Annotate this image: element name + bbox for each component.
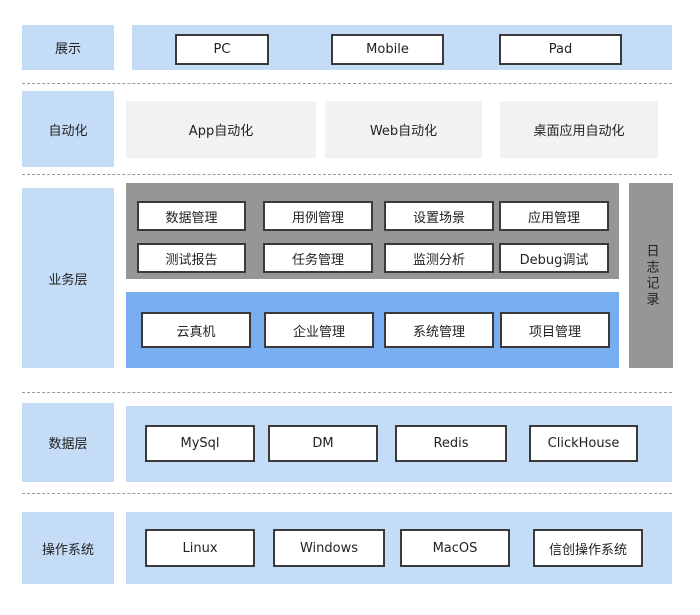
divider-2 <box>22 174 672 175</box>
business-item-system: 系统管理 <box>384 312 494 348</box>
business-item-app-mgmt: 应用管理 <box>499 201 609 231</box>
log-label: 日志记录 <box>643 243 659 308</box>
divider-3 <box>22 392 672 393</box>
automation-item-web: Web自动化 <box>325 101 482 158</box>
display-item-pad: Pad <box>499 34 622 65</box>
business-item-cloud-device: 云真机 <box>141 312 251 348</box>
business-item-enterprise: 企业管理 <box>264 312 374 348</box>
business-item-data-mgmt: 数据管理 <box>137 201 246 231</box>
business-item-debug: Debug调试 <box>499 243 609 273</box>
display-item-mobile: Mobile <box>331 34 444 65</box>
layer-label-data: 数据层 <box>22 403 114 482</box>
data-item-mysql: MySql <box>145 425 255 462</box>
os-item-windows: Windows <box>273 529 385 567</box>
divider-1 <box>22 83 672 84</box>
log-panel: 日志记录 <box>629 183 673 368</box>
data-item-dm: DM <box>268 425 378 462</box>
os-item-xinchuang: 信创操作系统 <box>533 529 643 567</box>
business-item-task-mgmt: 任务管理 <box>263 243 373 273</box>
automation-item-desktop: 桌面应用自动化 <box>500 101 658 158</box>
layer-label-automation: 自动化 <box>22 91 114 167</box>
display-item-pc: PC <box>175 34 269 65</box>
business-item-report: 测试报告 <box>137 243 246 273</box>
layer-label-display: 展示 <box>22 25 114 70</box>
business-item-monitor: 监测分析 <box>384 243 494 273</box>
layer-label-os: 操作系统 <box>22 512 114 584</box>
divider-4 <box>22 493 672 494</box>
os-item-macos: MacOS <box>400 529 510 567</box>
business-item-project: 项目管理 <box>500 312 610 348</box>
data-item-redis: Redis <box>395 425 507 462</box>
business-item-case-mgmt: 用例管理 <box>263 201 373 231</box>
business-item-scene: 设置场景 <box>384 201 494 231</box>
data-item-clickhouse: ClickHouse <box>529 425 638 462</box>
layer-label-business: 业务层 <box>22 188 114 368</box>
os-item-linux: Linux <box>145 529 255 567</box>
automation-item-app: App自动化 <box>126 101 316 158</box>
